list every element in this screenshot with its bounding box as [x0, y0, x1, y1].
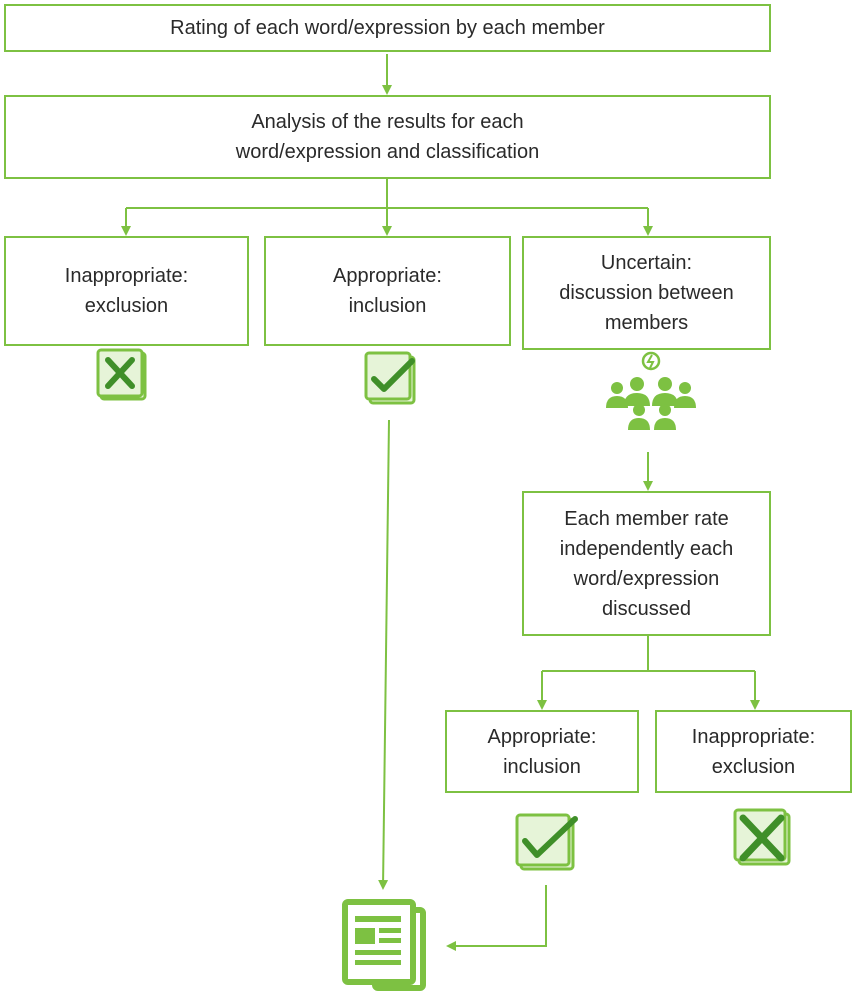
inappropriate-box-2: Inappropriate: exclusion [655, 710, 852, 793]
appropriate-text-1: Appropriate: inclusion [333, 265, 442, 317]
document-cross-icon [96, 348, 147, 401]
arrow-inclusion-to-final [378, 419, 390, 890]
group-discussion-icon [606, 351, 696, 430]
inappropriate-text-1: Inappropriate: exclusion [64, 265, 189, 317]
rating-text: Rating of each word/expression by each m… [170, 17, 605, 39]
rerate-box: Each member rate independently each word… [522, 491, 771, 636]
arrow-inclusion-2-to-final [446, 885, 547, 951]
document-check-icon [364, 351, 416, 405]
rerate-text: Each member rate independently each word… [559, 507, 734, 620]
analysis-text: Analysis of the results for each word/ex… [235, 111, 540, 163]
document-cross-icon [733, 808, 791, 866]
inappropriate-text-2: Inappropriate: exclusion [691, 725, 816, 778]
rating-box: Rating of each word/expression by each m… [4, 4, 771, 52]
analysis-box: Analysis of the results for each word/ex… [4, 95, 771, 179]
uncertain-box: Uncertain: discussion between members [522, 236, 771, 350]
appropriate-box-1: Appropriate: inclusion [264, 236, 511, 346]
appropriate-text-2: Appropriate: inclusion [487, 725, 597, 778]
appropriate-box-2: Appropriate: inclusion [445, 710, 639, 793]
document-check-icon [515, 813, 578, 871]
inappropriate-box-1: Inappropriate: exclusion [4, 236, 249, 346]
uncertain-text: Uncertain: discussion between members [559, 252, 734, 334]
final-document-icon [342, 899, 426, 991]
